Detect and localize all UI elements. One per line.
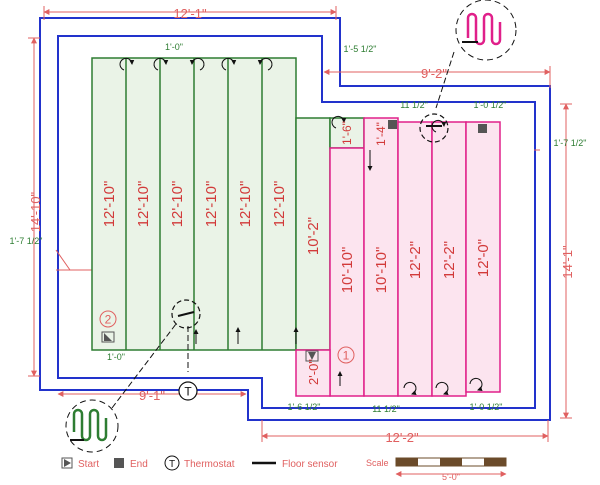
heating-zone-2 [91, 57, 365, 351]
offset-bottom-pink-a: 1'-6 1/2" [288, 402, 321, 412]
offset-right-outer: 1'-7 1/2" [554, 138, 587, 148]
start-marker [101, 331, 115, 343]
cable-detail-upper [435, 0, 517, 109]
legend-thermostat-label: Thermostat [184, 459, 235, 470]
strip-length: 12'-10" [271, 181, 288, 228]
floor-sensor-zone-2 [171, 299, 201, 372]
offset-left-outer: 1'-7 1/2" [10, 236, 43, 246]
strip-length: 12'-10" [203, 181, 220, 228]
strip-length: 10'-2" [305, 217, 322, 255]
dim-bottom-left: 9'-1" [139, 388, 165, 403]
strip-length: 2'-0" [306, 359, 321, 385]
zone-2-label: 2 [99, 310, 117, 328]
strip-length: 12'-2" [407, 241, 424, 279]
heating-zone-1 [295, 117, 501, 397]
strip-length: 12'-0" [475, 239, 492, 277]
dim-upper-right: 9'-2" [421, 66, 447, 81]
svg-text:2: 2 [105, 313, 112, 327]
svg-text:1: 1 [343, 349, 350, 363]
strip-length: 12'-10" [101, 181, 118, 228]
legend-end-label: End [130, 459, 148, 470]
offset-top-right: 1'-5 1/2" [344, 44, 377, 54]
start-marker [305, 350, 319, 362]
strip-length: 10'-10" [339, 247, 356, 294]
legend-sensor-label: Floor sensor [282, 459, 338, 470]
end-marker [388, 120, 397, 129]
legend-end-icon [114, 458, 124, 468]
strip-length: 12'-10" [135, 181, 152, 228]
dim-bottom-right: 12'-2" [385, 430, 419, 445]
legend-start-label: Start [78, 459, 99, 470]
offset-pink-top-right: 1'-0 1/2" [474, 100, 507, 110]
strip-length: 12'-10" [169, 181, 186, 228]
strip-length: 10'-10" [373, 247, 390, 294]
scale-value: 5'-0" [442, 472, 460, 482]
dim-right: 14'-1" [560, 245, 575, 279]
strip-length: 1'-4" [374, 122, 388, 146]
legend-thermostat-symbol: T [169, 459, 175, 470]
strip-length: 12'-2" [441, 241, 458, 279]
floor-sensor-zone-1 [419, 113, 449, 143]
room-inner-wall [57, 35, 536, 409]
scale-bar [395, 457, 507, 477]
zone-1-label: 1 [337, 346, 355, 364]
strip-length: 1'-6" [340, 121, 354, 145]
legend-thermostat-icon [164, 455, 180, 471]
offset-bottom-pink-c: 1'-0 1/2" [470, 402, 503, 412]
offset-pink-top-left: 11 1/2" [400, 100, 428, 110]
legend: Start End T Thermostat Floor sensor Scal… [61, 455, 507, 482]
dim-left: 14'-10" [28, 191, 43, 232]
cable-detail-lower [65, 323, 177, 453]
svg-text:T: T [184, 385, 192, 399]
dim-top: 12'-1" [173, 6, 207, 21]
end-marker [478, 124, 487, 133]
offset-bottom-pink-b: 11 1/2" [372, 404, 400, 414]
offset-top-green: 1'-0" [165, 42, 183, 52]
thermostat: T [178, 381, 198, 401]
scale-label: Scale [366, 458, 389, 468]
room-outer-wall [39, 17, 551, 421]
offset-bottom-green: 1'-0" [107, 352, 125, 362]
legend-start-icon [61, 457, 73, 469]
run-arrows [119, 57, 483, 396]
strip-length: 12'-10" [237, 181, 254, 228]
dimension-lines [28, 6, 572, 442]
